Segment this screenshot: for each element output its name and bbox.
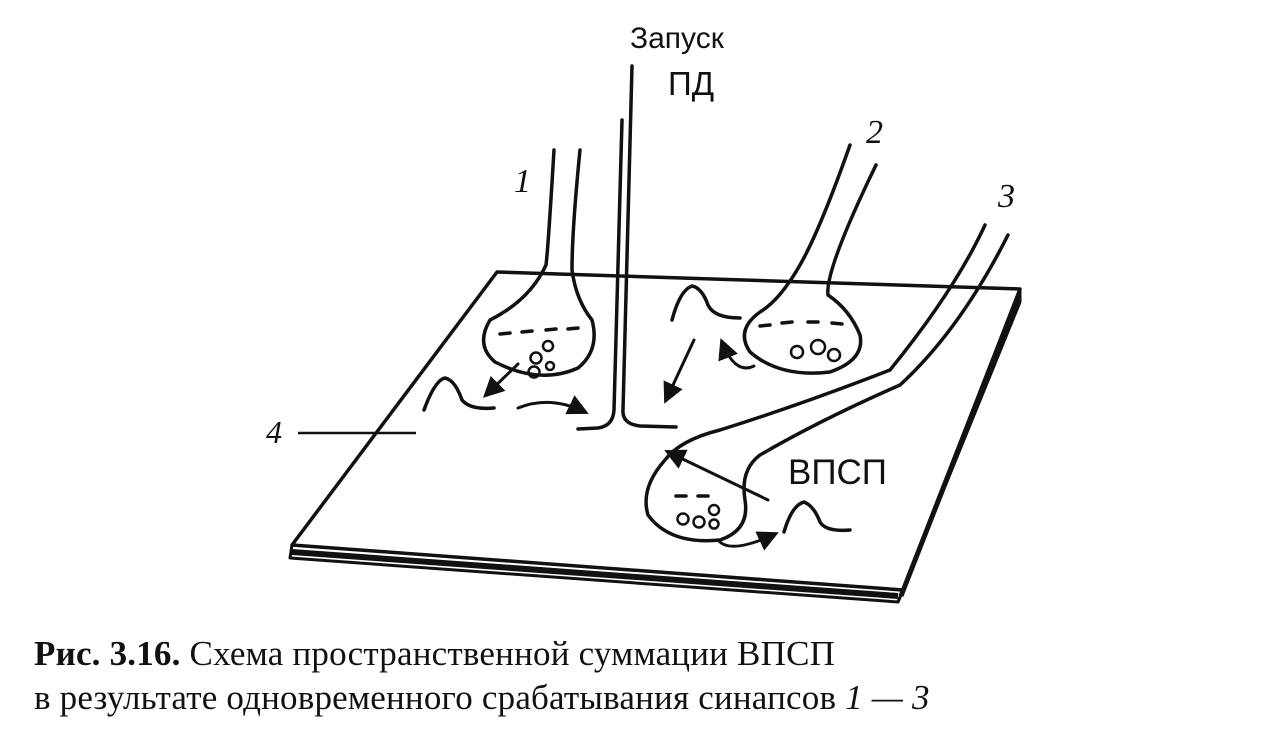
conduction-arrows <box>482 338 779 551</box>
arrow-synapse3-out <box>716 531 779 551</box>
membrane-4-label: 4 <box>266 414 282 450</box>
arrow-top-to-hillock <box>663 338 696 404</box>
synapse-1-label: 1 <box>514 163 531 200</box>
arrow-synapse1-down <box>482 362 520 398</box>
figure-number: Рис. 3.16. <box>34 634 181 673</box>
caption-text-2: в результате одновременного срабатывания… <box>34 678 837 717</box>
synapse-1-terminal <box>481 148 596 379</box>
synapse-2-label: 2 <box>866 114 883 151</box>
epsp-wave-right <box>782 500 852 534</box>
caption-text-1: Схема пространственной суммации ВПСП <box>189 634 836 673</box>
epsp-wave-top <box>670 284 742 322</box>
arrow-epsp-to-hillock <box>664 449 770 502</box>
caption-line-1: Рис. 3.16. Схема пространственной суммац… <box>34 632 1254 676</box>
trigger-label-line1: Запуск <box>630 22 725 55</box>
trigger-axon <box>576 64 678 431</box>
synapse-3-terminal <box>644 223 1010 543</box>
arrow-left-to-hillock <box>516 395 589 415</box>
synapse-range: 1 — 3 <box>845 678 930 717</box>
epsp-waveforms <box>422 284 852 534</box>
synapse-2-terminal <box>742 143 878 375</box>
synapse-3-label: 3 <box>997 178 1015 215</box>
epsp-label: ВПСП <box>788 453 887 492</box>
spatial-summation-diagram: Запуск ПД 1 2 3 4 ВПСП <box>266 22 1022 604</box>
arrow-synapse2-out <box>718 338 756 370</box>
membrane-plate <box>288 270 1022 604</box>
trigger-label-line2: ПД <box>668 65 714 102</box>
caption-line-2: в результате одновременного срабатывания… <box>34 676 1254 720</box>
figure-caption: Рис. 3.16. Схема пространственной суммац… <box>34 632 1254 720</box>
epsp-wave-left <box>422 376 496 412</box>
